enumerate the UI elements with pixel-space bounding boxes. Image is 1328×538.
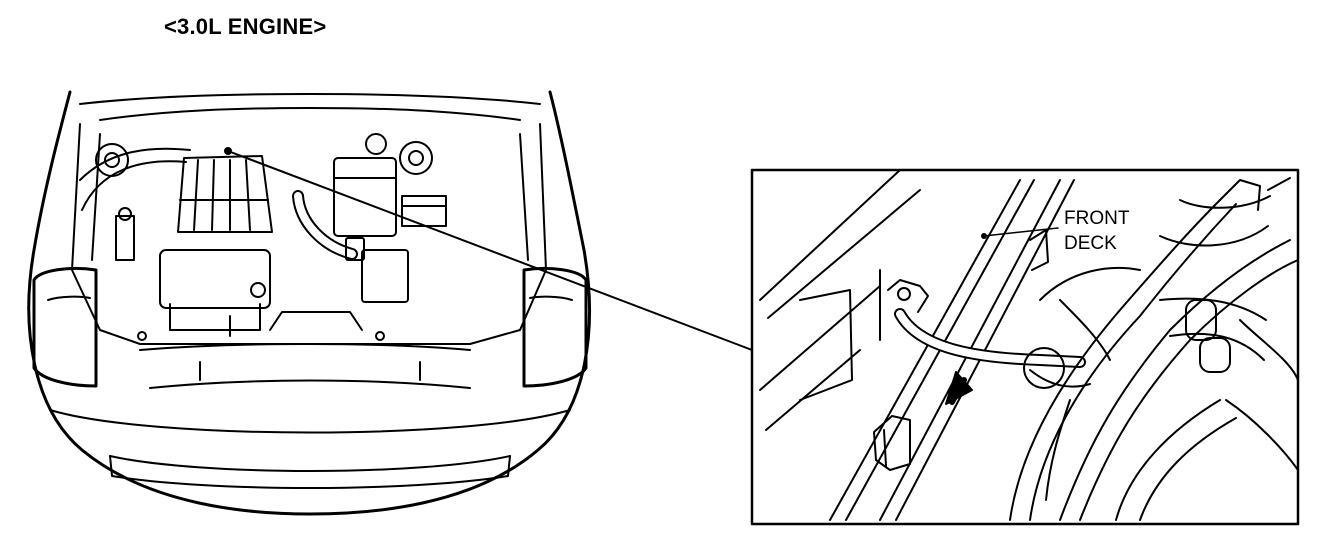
left-strut-tower — [95, 143, 129, 177]
right-strut-tower — [399, 141, 433, 175]
leader-line — [227, 150, 753, 351]
harness-connector — [887, 279, 929, 313]
hood-opening — [79, 93, 541, 105]
front-deck-label-line1: FRONT — [1064, 208, 1130, 229]
car-front-illustration — [27, 90, 591, 516]
front-bumper — [49, 409, 571, 434]
front-deck-label-line2: DECK — [1064, 233, 1117, 254]
diagram-title: <3.0L ENGINE> — [164, 14, 327, 39]
detail-illustration — [759, 171, 1297, 521]
left-reservoir — [115, 215, 135, 261]
battery — [333, 157, 397, 237]
ecu — [361, 249, 409, 303]
deck-clip — [1029, 229, 1049, 271]
right-headlight — [522, 266, 588, 388]
left-headlight — [32, 266, 98, 388]
intake-manifold — [177, 155, 273, 233]
detail-frame — [750, 168, 1300, 526]
car-body-outline — [27, 90, 591, 516]
front-deck-pointer — [983, 227, 1059, 237]
lower-bracket — [873, 415, 911, 471]
relay-box — [401, 195, 447, 227]
air-cleaner-box — [159, 249, 271, 309]
